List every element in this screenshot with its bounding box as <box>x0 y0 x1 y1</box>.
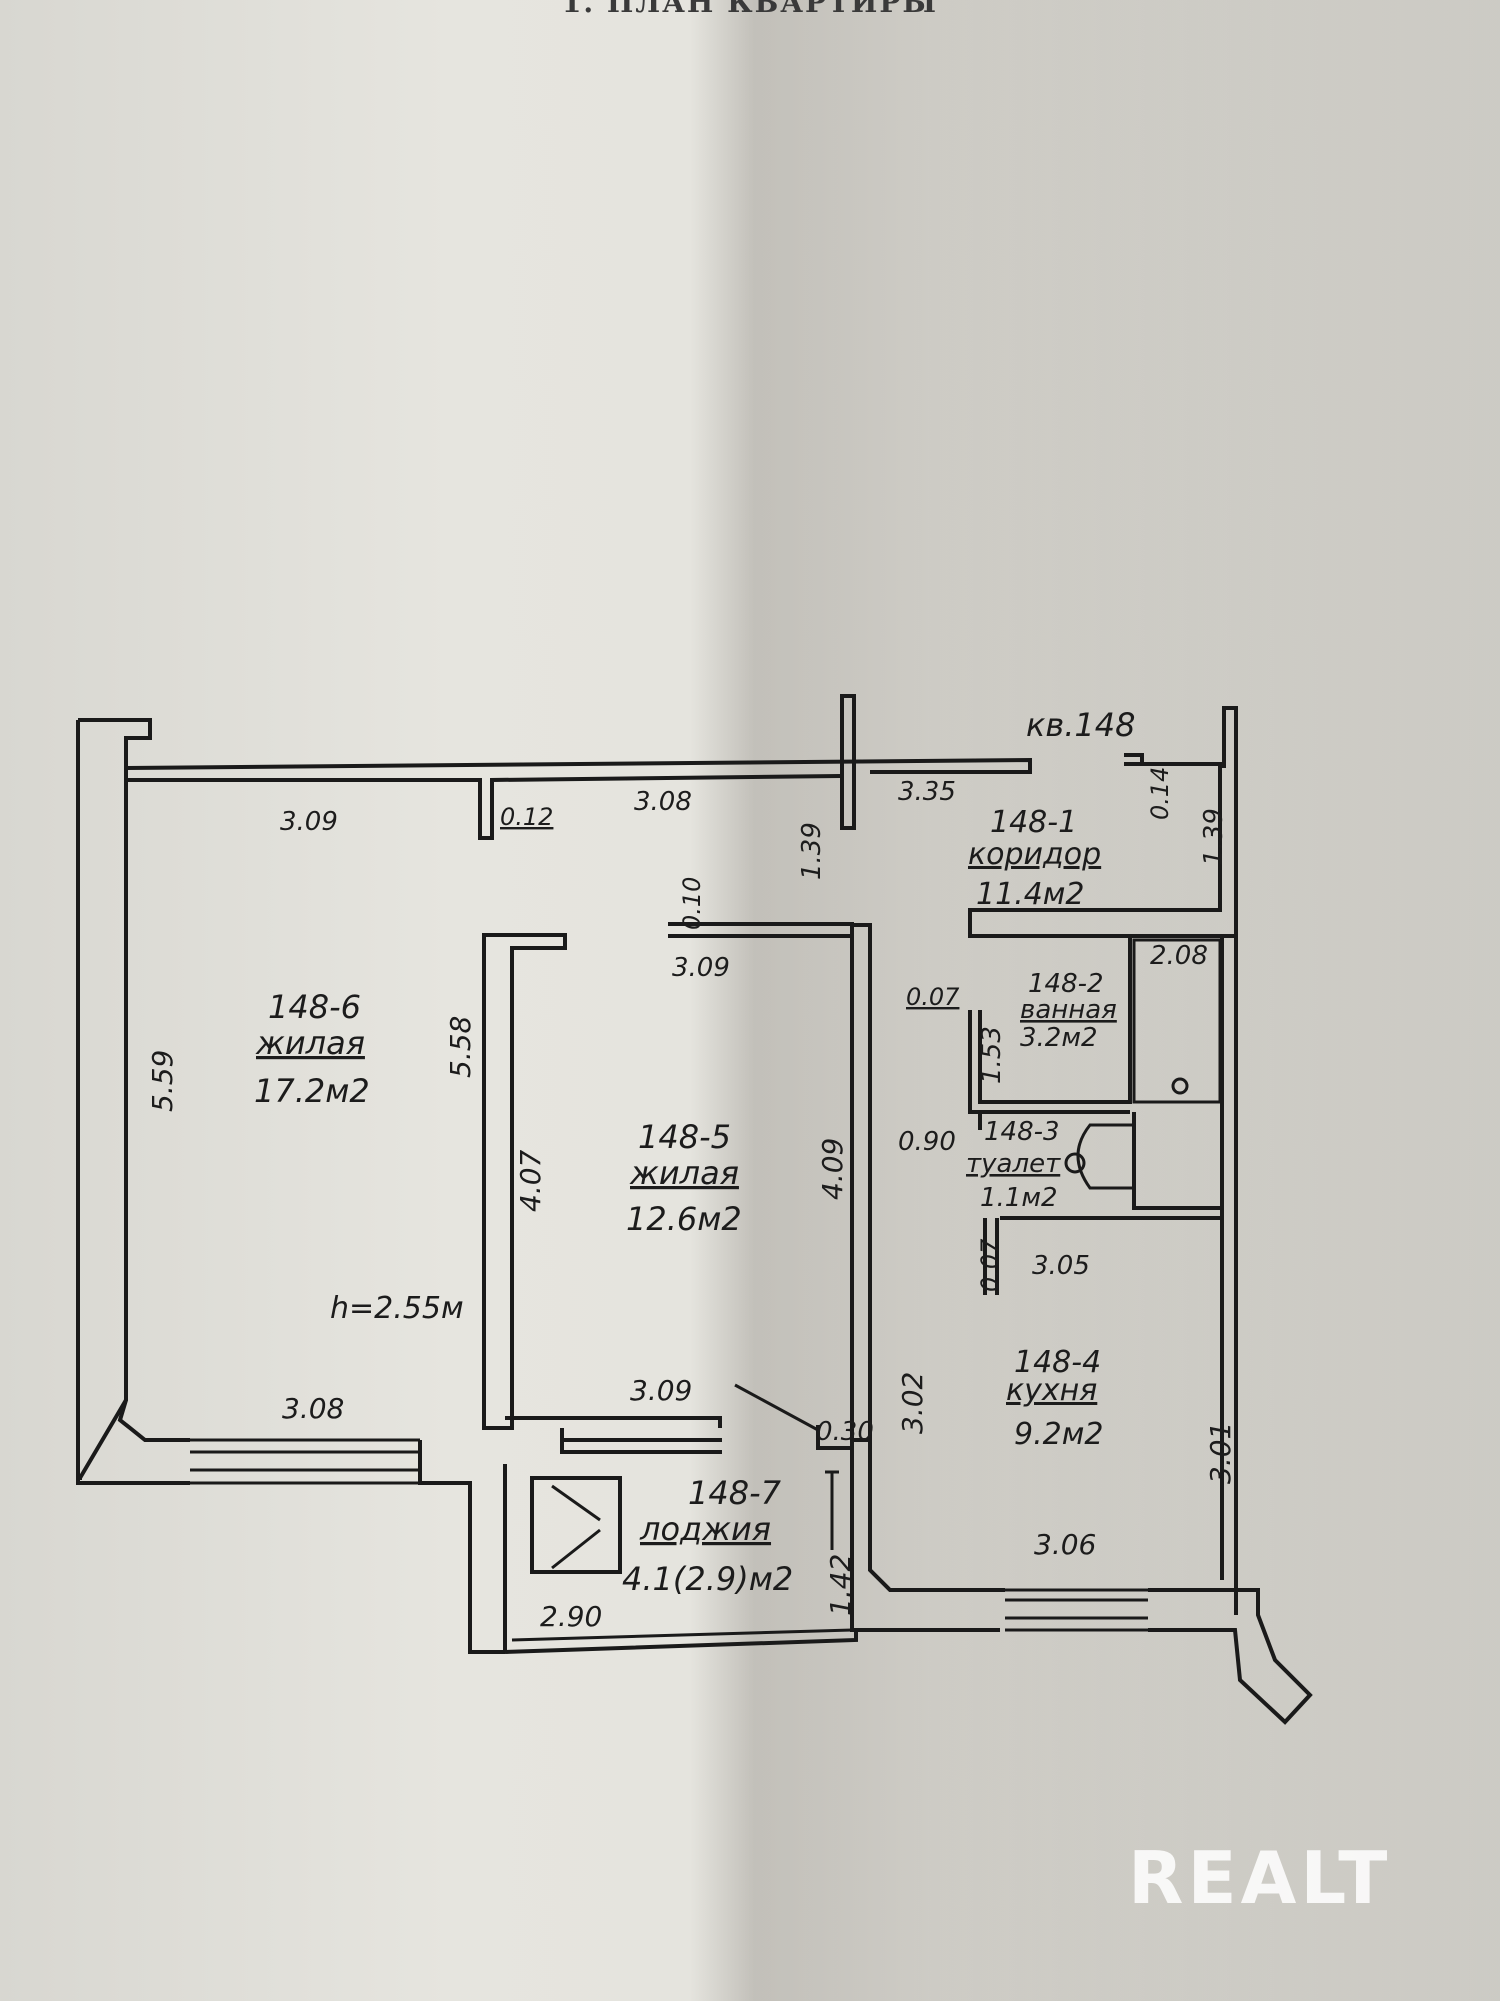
wall-top-line <box>125 757 1032 774</box>
wall-bathroom-left-inner <box>968 1010 1130 1114</box>
dim-309-top: 3.09 <box>280 807 338 837</box>
dim-301: 3.01 <box>1204 1422 1237 1484</box>
loggia-rail <box>511 1628 853 1642</box>
dim-153: 1.53 <box>977 1026 1007 1084</box>
toilet-fixture-icon <box>1076 1123 1136 1190</box>
dimension-labels: 3.09 0.12 3.08 3.35 1.39 0.14 1.39 0.10 … <box>146 767 1237 1633</box>
room-area-148-5: 12.6м2 <box>626 1200 742 1238</box>
wall-loggia-right <box>816 1425 852 1450</box>
dim-014: 0.14 <box>1146 767 1174 820</box>
room-name-148-1: коридор <box>968 837 1101 872</box>
wall-toilet <box>978 1112 1224 1210</box>
room-code-148-4: 148-4 <box>1014 1345 1101 1380</box>
wall-148-5-right-inner <box>850 1440 1000 1632</box>
room-code-148-1: 148-1 <box>990 805 1077 840</box>
dim-030: 0.30 <box>816 1417 874 1447</box>
dim-007-a: 0.07 <box>906 983 960 1011</box>
room-area-148-3: 1.1м2 <box>980 1183 1058 1213</box>
wall-top-148-5 <box>668 922 872 1442</box>
wall-bathroom-left <box>978 937 1132 1104</box>
dim-305: 3.05 <box>1032 1251 1090 1281</box>
dim-558: 5.58 <box>444 1016 477 1078</box>
toilet-bowl-icon <box>1064 1152 1086 1174</box>
room-code-148-6: 148-6 <box>268 988 361 1026</box>
dim-559: 5.59 <box>146 1050 179 1112</box>
leader-line-030 <box>734 1383 819 1432</box>
apartment-label: кв.148 <box>1026 706 1135 744</box>
dim-308-top: 3.08 <box>634 787 692 817</box>
walls <box>76 694 1313 1725</box>
wall-loggia-bottom <box>504 1630 858 1654</box>
wall-top <box>124 768 841 840</box>
dim-139-right: 1.39 <box>1199 808 1229 866</box>
room-code-148-3: 148-3 <box>984 1117 1060 1147</box>
room-name-148-7: лоджия <box>639 1510 771 1548</box>
window-kitchen <box>1005 1588 1148 1632</box>
wall-corridor-entry <box>1124 753 1144 764</box>
room-area-148-4: 9.2м2 <box>1014 1417 1103 1452</box>
ceiling-height: h=2.55м <box>330 1291 464 1326</box>
wall-cross-vertical <box>840 694 856 830</box>
dim-007-b: 0.07 <box>976 1238 1004 1292</box>
page-title: 1. ПЛАН КВАРТИРЫ <box>561 0 939 19</box>
dim-407: 4.07 <box>514 1149 547 1212</box>
window-left-room <box>190 1438 420 1485</box>
loggia-shaft-lines <box>551 1484 601 1570</box>
dim-139-mid: 1.39 <box>797 822 827 880</box>
wall-right-outer <box>1220 936 1238 1615</box>
wall-148-5-right <box>868 925 1005 1592</box>
wall-left-outer-edge <box>76 720 190 1485</box>
room-name-148-3: туалет <box>966 1149 1061 1179</box>
dim-208: 2.08 <box>1150 941 1208 971</box>
wall-kitchen-bottom-right <box>1148 1588 1313 1725</box>
dim-308-bottom: 3.08 <box>282 1392 344 1425</box>
wall-left-inner <box>117 1399 190 1442</box>
room-name-148-5: жилая <box>629 1154 739 1192</box>
room-labels: кв.148 148-1 коридор 11.4м2 148-2 ванная… <box>254 706 1135 1598</box>
dim-409: 4.09 <box>816 1138 849 1200</box>
dim-290: 2.90 <box>540 1600 602 1633</box>
room-name-148-4: кухня <box>1006 1373 1097 1408</box>
dim-302: 3.02 <box>896 1372 929 1434</box>
room-area-148-6: 17.2м2 <box>254 1072 370 1110</box>
dim-090: 0.90 <box>898 1127 956 1157</box>
dim-010: 0.10 <box>678 877 706 930</box>
dim-335: 3.35 <box>898 777 956 807</box>
realt-watermark-logo: REALT <box>1128 1836 1392 1920</box>
room-name-148-2: ванная <box>1020 995 1117 1025</box>
room-area-148-1: 11.4м2 <box>976 877 1085 912</box>
dim-142: 1.42 <box>824 1554 857 1616</box>
dim-309-bottom: 3.09 <box>630 1374 692 1407</box>
wall-right-upper <box>968 706 1238 938</box>
wall-loggia-top <box>505 1416 722 1454</box>
room-code-148-2: 148-2 <box>1028 969 1104 999</box>
room-code-148-5: 148-5 <box>638 1118 731 1156</box>
dim-309-mid: 3.09 <box>672 953 730 983</box>
wall-left-window-end <box>418 1440 505 1654</box>
dim-306: 3.06 <box>1034 1528 1096 1561</box>
wall-toilet-bottom <box>1000 1208 1224 1220</box>
wall-left-outer <box>78 718 152 1480</box>
room-name-148-6: жилая <box>255 1024 365 1062</box>
loggia-shaft <box>530 1476 622 1574</box>
room-area-148-2: 3.2м2 <box>1020 1023 1098 1053</box>
room-code-148-7: 148-7 <box>688 1474 782 1512</box>
bath-drain-icon <box>1171 1077 1189 1095</box>
dim-line-142 <box>825 1470 839 1550</box>
bath-fixture <box>1132 938 1222 1104</box>
wall-partition-6-5 <box>482 933 567 1430</box>
room-area-148-7: 4.1(2.9)м2 <box>622 1560 793 1598</box>
dim-012: 0.12 <box>500 803 553 831</box>
wall-toilet-left <box>983 1218 999 1295</box>
